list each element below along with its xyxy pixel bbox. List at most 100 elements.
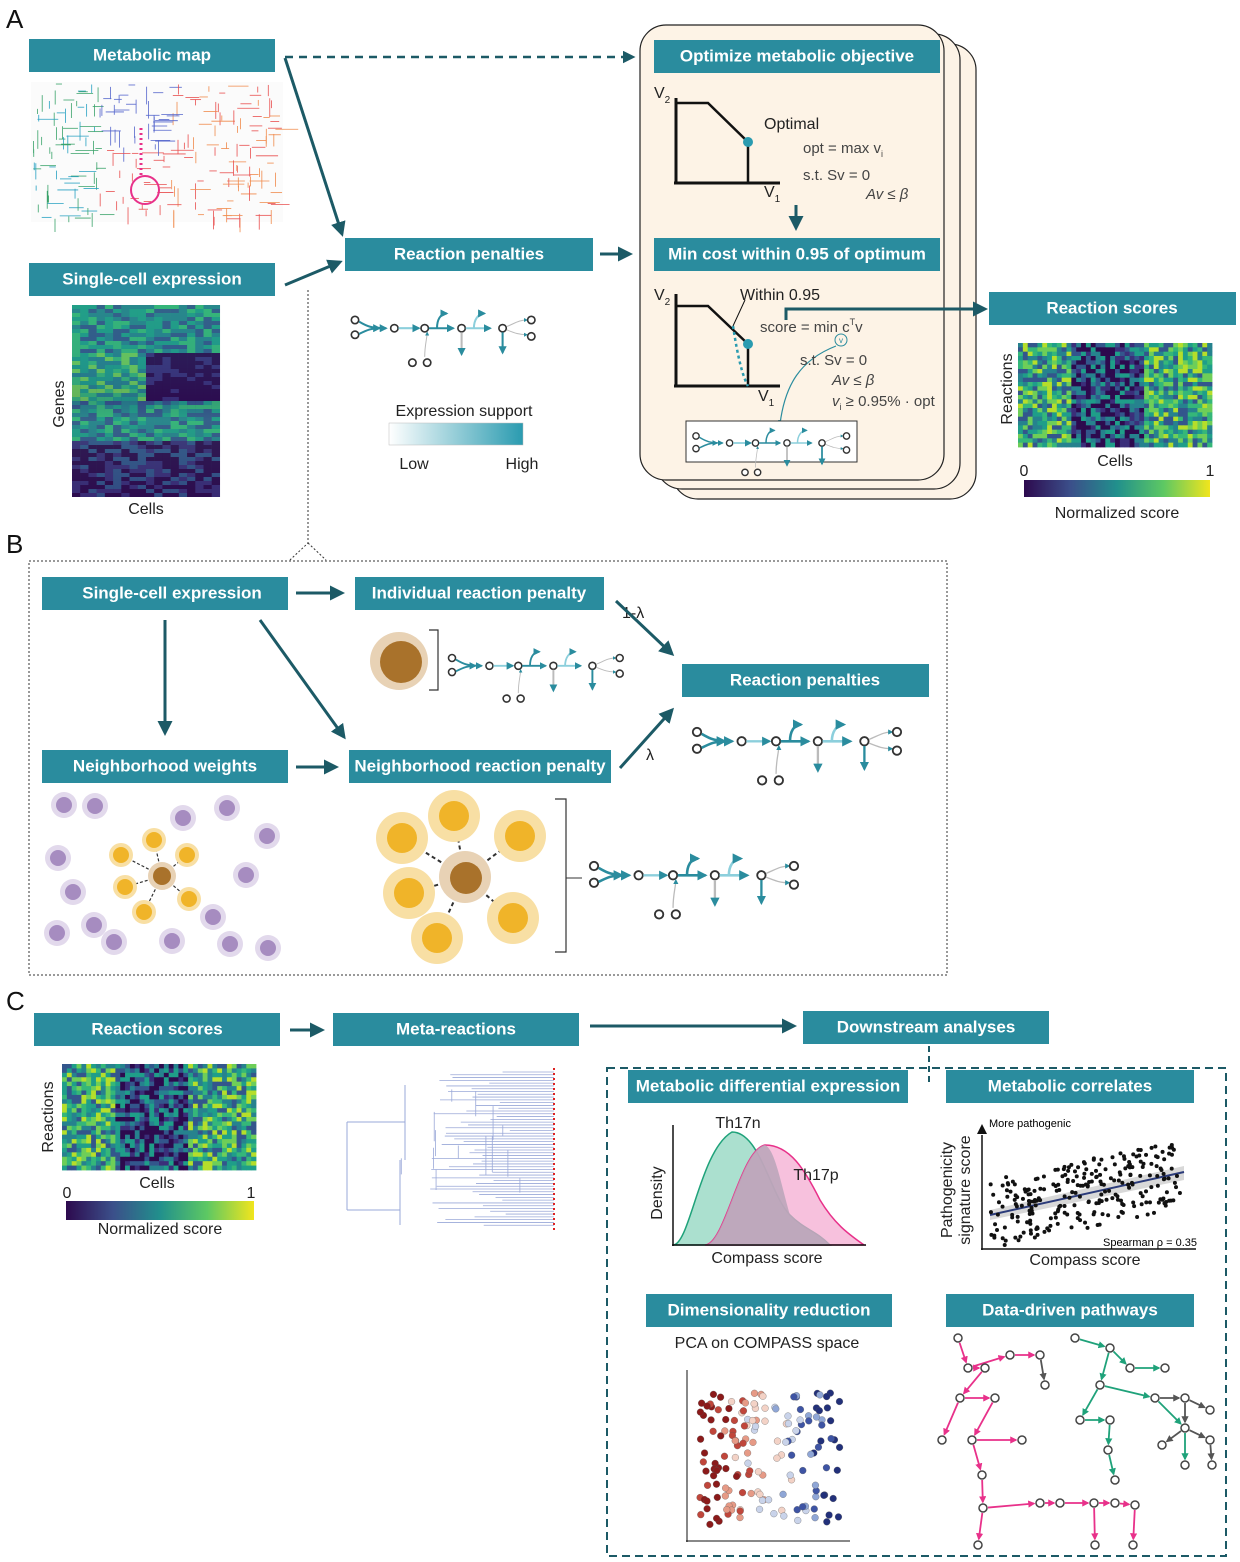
pathogenicity-label-2: signature score	[957, 1135, 974, 1244]
within-plot	[674, 294, 780, 388]
compass-score-axis-label-2: Compass score	[1029, 1252, 1140, 1269]
network-inset-box	[685, 420, 858, 463]
arrow-individual-to-penalties	[614, 599, 675, 657]
density-plot	[672, 1125, 867, 1246]
single-cell-expression-box-b: Single-cell expression	[42, 577, 288, 610]
neighborhood-weights-label: Neighborhood weights	[73, 756, 257, 775]
pathways-label: Data-driven pathways	[982, 1300, 1158, 1319]
reaction-network-combined	[691, 719, 903, 786]
th17n-label: Th17n	[715, 1115, 760, 1132]
reaction-penalties-box-b: Reaction penalties	[682, 664, 929, 697]
min-cost-label: Min cost within 0.95 of optimum	[668, 244, 926, 263]
v1-label-2: V1	[758, 388, 775, 409]
reaction-network-a	[350, 309, 536, 368]
colorbar-a	[1024, 480, 1210, 497]
reaction-scores-box-a: Reaction scores	[989, 292, 1236, 325]
meta-reactions-box: Meta-reactions	[333, 1013, 579, 1046]
data-driven-pathways-graph	[937, 1333, 1217, 1550]
more-pathogenic-label: More pathogenic	[989, 1118, 1071, 1130]
expression-support-colorbar	[388, 422, 524, 446]
colorbar-max-c: 1	[247, 1185, 256, 1202]
normalized-score-label-c: Normalized score	[98, 1221, 223, 1238]
density-axis-label: Density	[649, 1166, 666, 1219]
pca-scatter	[686, 1370, 850, 1542]
th17p-label: Th17p	[793, 1167, 838, 1184]
reaction-scores-label-c: Reaction scores	[91, 1019, 222, 1038]
score-equation: score = min cTv	[760, 317, 863, 336]
correlates-box: Metabolic correlates	[946, 1070, 1194, 1103]
colorbar-max-a: 1	[1206, 463, 1215, 480]
reaction-scores-label-a: Reaction scores	[1046, 298, 1177, 317]
genes-axis-label: Genes	[51, 380, 68, 427]
colorbar-c	[66, 1201, 254, 1220]
neighborhood-penalty-label: Neighborhood reaction penalty	[354, 756, 606, 775]
v-circle-label: v	[839, 336, 843, 345]
cells-axis-label-c: Cells	[139, 1175, 175, 1192]
individual-penalty-box: Individual reaction penalty	[355, 577, 604, 610]
correlation-scatter	[977, 1124, 1196, 1250]
single-cell-expression-box: Single-cell expression	[29, 263, 275, 296]
section-b-frame	[28, 560, 948, 976]
metabolic-map-box: Metabolic map	[29, 39, 275, 72]
constraint-2: s.t. Sv = 0	[800, 352, 867, 369]
individual-cell	[370, 629, 439, 691]
pca-title: PCA on COMPASS space	[675, 1335, 860, 1352]
arrow-expr-to-neighborhood	[258, 619, 346, 740]
reaction-network-inset	[692, 427, 851, 477]
compass-score-axis-label: Compass score	[711, 1250, 822, 1267]
downstream-box: Downstream analyses	[803, 1011, 1049, 1044]
panel-label-a: A	[6, 4, 24, 34]
reaction-penalties-label-b: Reaction penalties	[730, 670, 880, 689]
dim-reduction-box: Dimensionality reduction	[646, 1294, 892, 1327]
neighborhood-penalty-box: Neighborhood reaction penalty	[349, 750, 611, 783]
v2-label-2: V2	[654, 287, 671, 308]
spearman-label: Spearman ρ = 0.35	[1103, 1237, 1197, 1249]
reaction-penalties-box-a: Reaction penalties	[345, 238, 593, 271]
panel-label-c: C	[6, 986, 25, 1016]
pathways-box: Data-driven pathways	[946, 1294, 1194, 1327]
optimal-label: Optimal	[764, 116, 819, 133]
mde-box: Metabolic differential expression	[628, 1070, 908, 1103]
arrow-v-to-network	[778, 345, 837, 425]
arrow-expr-to-penalties	[284, 259, 343, 287]
reactions-axis-label-a: Reactions	[999, 353, 1016, 424]
optimum-plot	[674, 98, 780, 185]
low-label: Low	[399, 456, 429, 473]
opt-equation: opt = max vi	[803, 140, 883, 159]
cells-axis-label-a: Cells	[1097, 453, 1133, 470]
constraint-1: s.t. Sv = 0	[803, 167, 870, 184]
constraint-2b: Av ≤ β	[831, 372, 875, 389]
dim-reduction-label: Dimensionality reduction	[667, 1300, 870, 1319]
constraint-1b: Av ≤ β	[865, 186, 909, 203]
v1-label-1: V1	[764, 184, 781, 205]
colorbar-min-c: 0	[63, 1185, 72, 1202]
v2-label-1: V2	[654, 85, 671, 106]
metabolic-map-lines	[33, 83, 299, 233]
neighborhood-cell-star	[376, 790, 546, 964]
reactions-axis-label-c: Reactions	[40, 1081, 57, 1152]
arrow-neighborhood-to-penalties	[618, 707, 675, 770]
arrow-map-to-penalties	[283, 57, 346, 237]
reaction-network-neighborhood	[588, 853, 800, 920]
reaction-scores-box-c: Reaction scores	[34, 1013, 280, 1046]
reaction-scores-heatmap-a	[1018, 343, 1213, 448]
correlates-label: Metabolic correlates	[988, 1076, 1152, 1095]
mde-label: Metabolic differential expression	[636, 1076, 901, 1095]
downstream-frame	[606, 1067, 1227, 1557]
expression-support-label: Expression support	[396, 403, 534, 420]
connector-a-to-b	[289, 290, 309, 561]
pathogenicity-label-1: Pathogenicity	[939, 1142, 956, 1238]
neighborhood-weights-box: Neighborhood weights	[42, 750, 288, 783]
optimize-objective-label: Optimize metabolic objective	[680, 46, 914, 65]
meta-reactions-label: Meta-reactions	[396, 1019, 516, 1038]
meta-reactions-dendrogram	[346, 1068, 555, 1232]
min-cost-box: Min cost within 0.95 of optimum	[654, 238, 940, 271]
expression-heatmap	[72, 305, 221, 497]
within-label: Within 0.95	[740, 287, 820, 304]
neighborhood-cell-field	[44, 792, 281, 961]
lambda-label: λ	[646, 747, 654, 764]
metabolic-map-image	[31, 82, 299, 233]
colorbar-min-a: 0	[1020, 463, 1029, 480]
metabolic-map-label: Metabolic map	[93, 45, 211, 64]
